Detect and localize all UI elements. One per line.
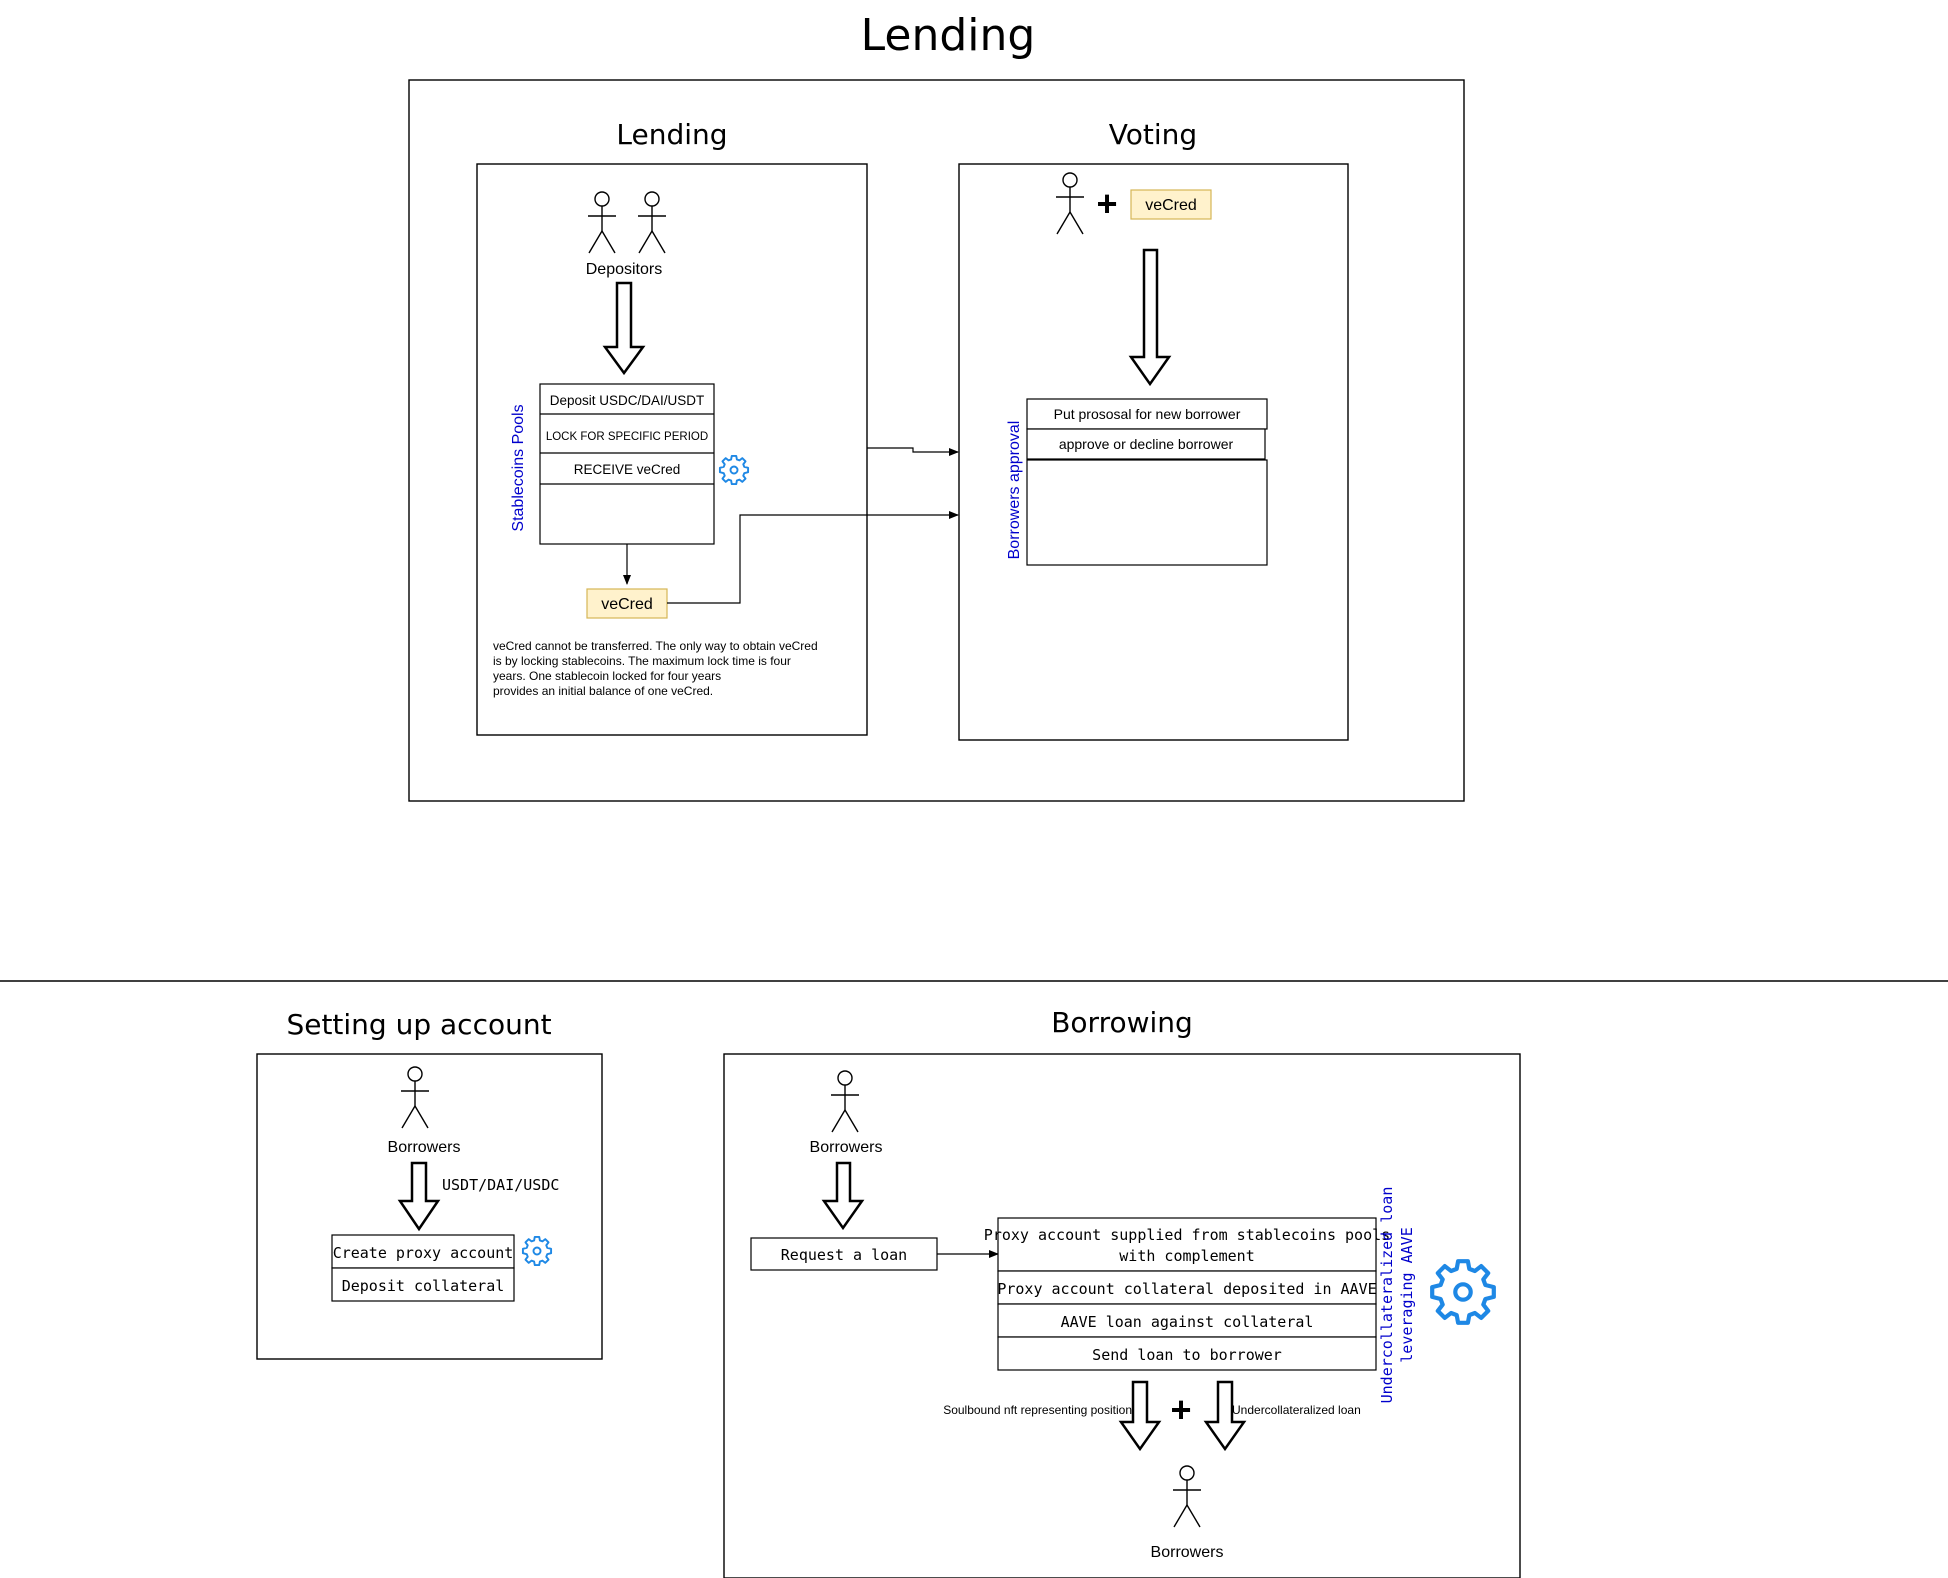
proxy-row-send-label: Send loan to borrower <box>1092 1346 1282 1364</box>
voting-panel-title: Voting <box>1109 118 1197 151</box>
hollow-down-arrow-icon <box>821 1161 865 1231</box>
undercollateralized-loan-label: Undercollateralized loan <box>1232 1403 1361 1417</box>
setup-section-title: Setting up account <box>286 1008 551 1041</box>
setup-row-create <box>331 1234 515 1269</box>
gear-icon <box>1432 1261 1494 1323</box>
borrowing-panel <box>723 1053 1521 1578</box>
plus-icon: + <box>1096 183 1117 224</box>
proxy-row-aave-loan-label: AAVE loan against collateral <box>1061 1313 1314 1331</box>
proxy-row-collateral <box>997 1270 1377 1305</box>
voting-panel <box>958 163 1349 741</box>
vecred-token-voting-label: veCred <box>1145 197 1197 214</box>
proxy-row-send <box>997 1336 1377 1371</box>
stablecoins-pool-box <box>539 383 715 545</box>
proxy-row-aave-loan <box>997 1303 1377 1338</box>
lending-panel <box>476 163 868 736</box>
borrowing-section-title: Borrowing <box>1051 1006 1193 1039</box>
undercollateralized-label-line-1: Undercollateralized loan <box>1378 1187 1396 1404</box>
setup-row-create-label: Create proxy account <box>333 1244 514 1262</box>
approval-row-decision <box>1026 428 1266 460</box>
borrower-icon-borrowing <box>830 1070 860 1133</box>
gear-icon <box>718 454 750 486</box>
setup-row-deposit <box>331 1267 515 1302</box>
proxy-row-supplied-line-2: with complement <box>1119 1247 1254 1265</box>
gear-icon <box>521 1235 553 1267</box>
vecred-to-voting-arrow <box>667 511 959 604</box>
setup-row-deposit-label: Deposit collateral <box>342 1277 505 1295</box>
setup-arrow-label: USDT/DAI/USDC <box>442 1176 559 1194</box>
depositor-icon-2 <box>637 191 667 254</box>
vecred-note-line-4: provides an initial balance of one veCre… <box>493 684 713 698</box>
borrower-icon-setup <box>400 1066 430 1129</box>
hollow-down-arrow-icon <box>602 281 646 376</box>
vecred-note-line-1: veCred cannot be transferred. The only w… <box>493 639 818 653</box>
approval-row-decision-label: approve or decline borrower <box>1059 436 1234 452</box>
vecred-token-lending <box>586 588 668 619</box>
page-title: Lending <box>861 10 1036 61</box>
pool-row-receive: RECEIVE veCred <box>574 462 681 477</box>
borrowers-approval-label: Borrowers approval <box>1006 421 1023 560</box>
depositors-label: Depositors <box>586 261 662 278</box>
hollow-down-arrow-icon <box>397 1161 441 1232</box>
lending-panel-title: Lending <box>616 118 727 151</box>
proxy-row-collateral-label: Proxy account collateral deposited in AA… <box>997 1280 1376 1298</box>
plus-icon: + <box>1170 1389 1191 1430</box>
vecred-token-lending-label: veCred <box>601 596 653 613</box>
pool-row-deposit: Deposit USDC/DAI/USDT <box>550 393 705 408</box>
request-loan-label: Request a loan <box>781 1246 907 1264</box>
request-loan-box <box>750 1237 938 1271</box>
approval-row-proposal-label: Put prososal for new borrower <box>1054 406 1241 422</box>
setup-borrowers-label: Borrowers <box>388 1139 461 1156</box>
voter-icon <box>1055 172 1085 235</box>
hollow-down-arrow-icon <box>1118 1380 1162 1452</box>
lending-to-voting-arrow <box>867 447 959 456</box>
proxy-row-supplied-line-1: Proxy account supplied from stablecoins … <box>984 1226 1390 1244</box>
hollow-down-arrow-icon <box>1203 1380 1247 1452</box>
pool-row-lock: LOCK FOR SPECIFIC PERIOD <box>546 431 708 443</box>
borrower-icon-bottom <box>1172 1465 1202 1528</box>
soulbound-nft-label: Soulbound nft representing position <box>943 1403 1132 1417</box>
approval-box <box>1026 459 1268 566</box>
vecred-note-line-3: years. One stablecoin locked for four ye… <box>493 669 721 683</box>
lending-section-frame <box>408 79 1465 802</box>
hollow-down-arrow-icon <box>1128 248 1172 387</box>
proxy-row-supplied <box>997 1217 1377 1272</box>
borrowing-borrowers-label: Borrowers <box>810 1139 883 1156</box>
depositor-icon-1 <box>587 191 617 254</box>
undercollateralized-label-line-2: leveraging AAVE <box>1398 1227 1416 1362</box>
setup-panel <box>256 1053 603 1360</box>
bottom-borrowers-label: Borrowers <box>1151 1544 1224 1561</box>
stablecoins-pools-label: Stablecoins Pools <box>510 404 527 531</box>
vecred-note-line-2: is by locking stablecoins. The maximum l… <box>493 654 791 668</box>
vecred-token-voting <box>1130 189 1212 220</box>
